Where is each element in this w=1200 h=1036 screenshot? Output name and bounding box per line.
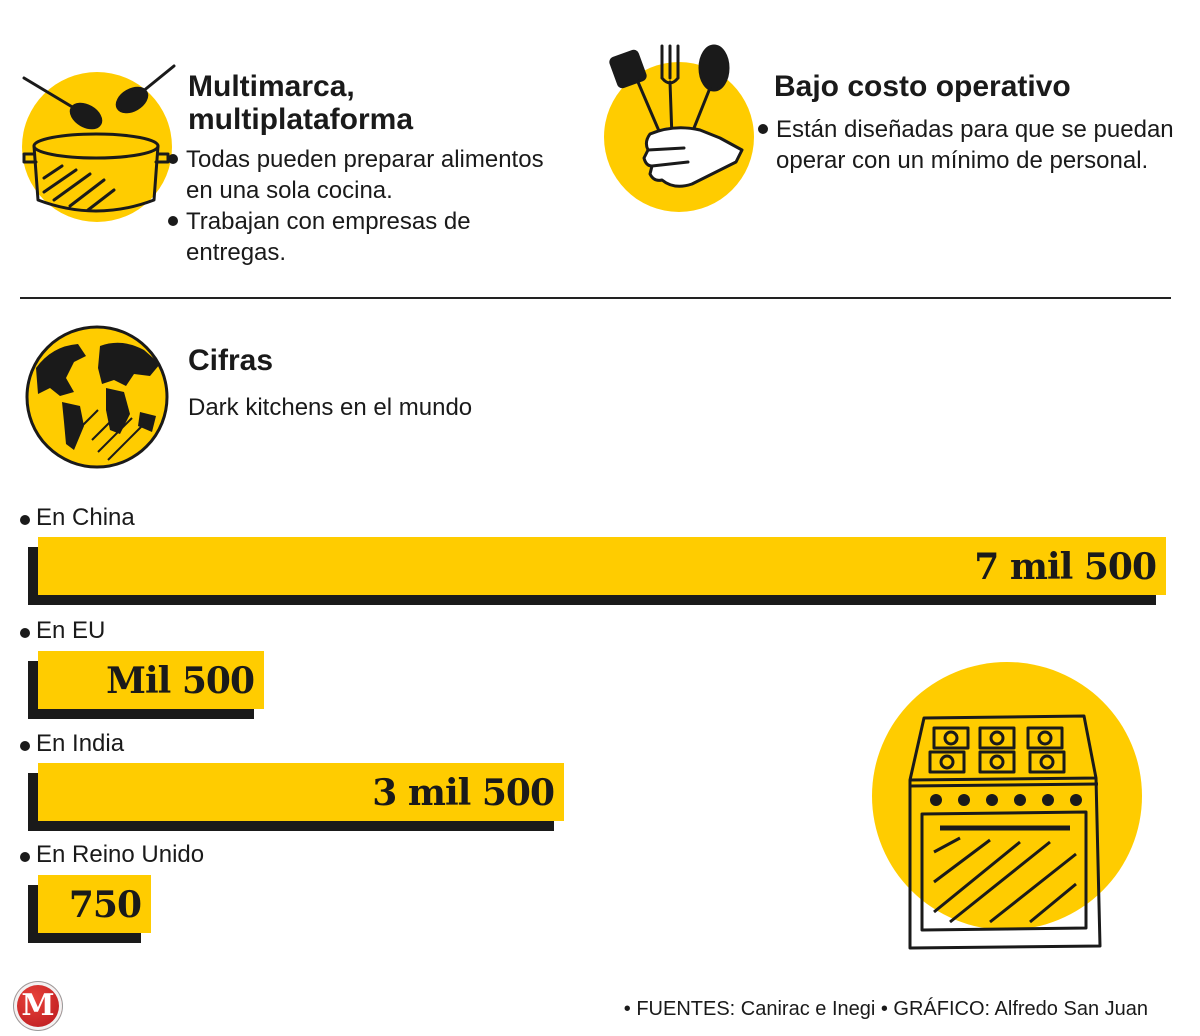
bar-value-label: 750: [68, 884, 142, 926]
section-bullets-multimarca: Todas pueden preparar alimentos en una s…: [168, 144, 548, 268]
bullet-item: Están diseñadas para que se puedan opera…: [758, 114, 1178, 176]
footer-credits: • FUENTES: Canirac e Inegi • GRÁFICO: Al…: [623, 998, 1148, 1020]
bar-label-reino-unido: En Reino Unido: [20, 841, 204, 869]
section-divider: [20, 297, 1171, 299]
bar-fill: [38, 651, 264, 709]
section-title-multimarca: Multimarca, multiplataforma: [188, 70, 414, 136]
section-bullets-bajo-costo: Están diseñadas para que se puedan opera…: [758, 114, 1178, 176]
bar-eu: Mil 500: [28, 651, 264, 719]
bar-value-label: Mil 500: [106, 660, 255, 702]
bar-value-label: 3 mil 500: [372, 772, 555, 814]
bullet-item: Trabajan con empresas de entregas.: [168, 206, 548, 268]
section-title-bajo-costo: Bajo costo operativo: [774, 70, 1071, 103]
bullet-item: Todas pueden preparar alimentos en una s…: [168, 144, 548, 206]
figures-title: Cifras: [188, 344, 274, 377]
bar-value-label: 7 mil 500: [974, 546, 1157, 588]
hand-holding-utensils-icon: [609, 44, 744, 188]
globe-icon: [25, 325, 169, 469]
bar-label-china: En China: [20, 504, 135, 532]
bar-china: 7 mil 500: [28, 537, 1166, 605]
bar-india: 3 mil 500: [28, 763, 564, 831]
bar-fill: [38, 875, 151, 933]
bar-label-india: En India: [20, 730, 124, 758]
bar-reino-unido: 750: [28, 875, 151, 943]
figures-subtitle: Dark kitchens en el mundo: [188, 394, 473, 421]
bar-label-eu: En EU: [20, 617, 105, 645]
bar-fill: [38, 763, 564, 821]
stove-oven-icon: [908, 714, 1102, 950]
bar-fill: [38, 537, 1166, 595]
pot-with-spoons-icon: [22, 64, 176, 213]
milenio-logo: M: [14, 982, 62, 1030]
